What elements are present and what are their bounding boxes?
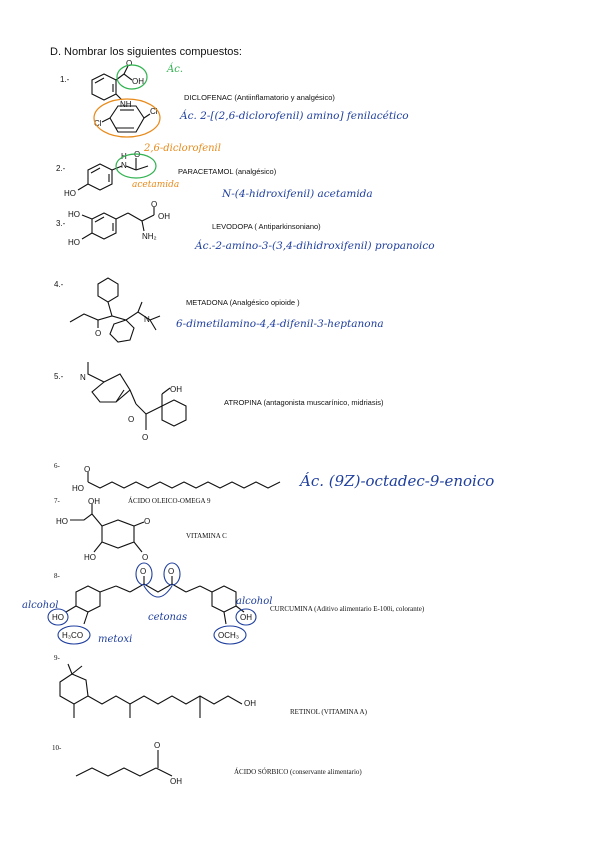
compound-name-10: ÁCIDO SÓRBICO (conservante alimentario): [234, 768, 362, 776]
atom-label: O: [151, 200, 157, 209]
compound-number-4: 4.-: [54, 280, 64, 289]
handwritten-note-cetonas: cetonas: [148, 612, 188, 623]
compound-name-5: ATROPINA (antagonista muscarínico, midri…: [224, 398, 384, 407]
atom-label: O: [168, 567, 174, 576]
compound-number-8: 8-: [54, 572, 60, 580]
compound-name-3: LEVODOPA ( Antiparkinsoniano): [212, 222, 321, 231]
handwritten-answer-2: N-(4-hidroxifenil) acetamida: [222, 188, 373, 200]
atom-label: O: [95, 329, 101, 338]
atom-label: OH: [170, 385, 182, 394]
atom-label: O: [84, 465, 90, 474]
atom-label: O: [126, 59, 132, 68]
handwritten-note-alcohol-left: alcohol: [22, 600, 59, 611]
atom-label: HO: [56, 517, 68, 526]
atom-label: N: [144, 315, 150, 324]
atom-label: HO: [68, 210, 80, 219]
handwritten-note-alcohol-right: alcohol: [236, 596, 273, 607]
atom-label: O: [140, 567, 146, 576]
atom-label: HO: [72, 484, 84, 493]
handwritten-note-metoxi: metoxi: [98, 634, 133, 645]
atom-label: O: [128, 415, 134, 424]
handwritten-note-dicloro: 2,6-diclorofenil: [144, 143, 221, 154]
atom-label: O: [144, 517, 150, 526]
compound-name-8: CURCUMINA (Aditivo alimentario E-100i, c…: [270, 605, 425, 613]
structure-atropina: N OH O O: [80, 362, 187, 442]
atom-label: OH: [158, 212, 170, 221]
atom-label: HO: [84, 553, 96, 562]
atom-label: HO: [64, 189, 76, 198]
compound-number-3: 3.-: [56, 219, 66, 228]
atom-label: HO: [52, 613, 64, 622]
handwritten-answer-1: Ác. 2-[(2,6-diclorofenil) amino] fenilac…: [180, 110, 409, 122]
handwritten-answer-3: Ác.-2-amino-3-(3,4-dihidroxifenil) propa…: [195, 240, 435, 252]
structure-curcumina: O O HO H₃CO OH OCH₃: [47, 562, 257, 645]
page-heading: D. Nombrar los siguientes compuestos:: [50, 46, 242, 58]
structure-metadona: O N: [69, 277, 161, 343]
compound-number-2: 2.-: [56, 164, 66, 173]
atom-label: H₃CO: [62, 631, 83, 640]
structure-retinol: OH: [59, 663, 256, 718]
structure-acido-oleico: O HO: [72, 465, 281, 493]
structure-acido-sorbico: O OH: [75, 741, 182, 786]
atom-label: O: [154, 741, 160, 750]
structure-diclofenac: O OH NH Cl Cl: [91, 59, 161, 138]
compound-name-4: METADONA (Analgésico opioide ): [186, 298, 300, 307]
atom-label: OH: [240, 613, 252, 622]
compound-name-7: VITAMINA C: [186, 532, 227, 540]
compound-name-6: ÁCIDO OLEICO-OMEGA 9: [128, 497, 211, 505]
atom-label: N: [80, 373, 86, 382]
atom-label: O: [142, 433, 148, 442]
structure-paracetamol: H N HO O: [64, 150, 157, 198]
handwritten-answer-4: 6-dimetilamino-4,4-difenil-3-heptanona: [176, 318, 384, 330]
compound-number-5: 5.-: [54, 372, 64, 381]
structure-levodopa: HO HO O OH NH₂: [68, 200, 170, 247]
atom-label: Cl: [150, 107, 158, 116]
atom-label: OH: [170, 777, 182, 786]
atom-label: O: [142, 553, 148, 562]
handwritten-answer-6: Ác. (9Z)-octadec-9-enoico: [300, 472, 495, 490]
compound-number-6: 6-: [54, 462, 60, 470]
compound-name-1: DICLOFENAC (Antiinflamatorio y analgésic…: [184, 93, 335, 102]
atom-label: NH₂: [142, 232, 157, 241]
atom-label: OH: [244, 699, 256, 708]
handwritten-note-acid: Ác.: [167, 64, 184, 75]
atom-label: OH: [88, 497, 100, 506]
compound-number-9: 9-: [54, 654, 60, 662]
structure-vitamina-c: HO OH O HO O: [56, 497, 150, 562]
atom-label: HO: [68, 238, 80, 247]
compound-number-7: 7-: [54, 497, 60, 505]
compound-name-9: RETINOL (VITAMINA A): [290, 708, 367, 716]
atom-label: N: [121, 161, 127, 170]
compound-number-10: 10-: [52, 744, 62, 752]
atom-label: NH: [120, 100, 132, 109]
atom-label: OCH₃: [218, 631, 239, 640]
compound-name-2: PARACETAMOL (analgésico): [178, 167, 277, 176]
atom-label: Cl: [94, 119, 102, 128]
handwritten-note-acetamida: acetamida: [132, 180, 180, 190]
atom-label: OH: [132, 77, 144, 86]
compound-number-1: 1.-: [60, 75, 70, 84]
